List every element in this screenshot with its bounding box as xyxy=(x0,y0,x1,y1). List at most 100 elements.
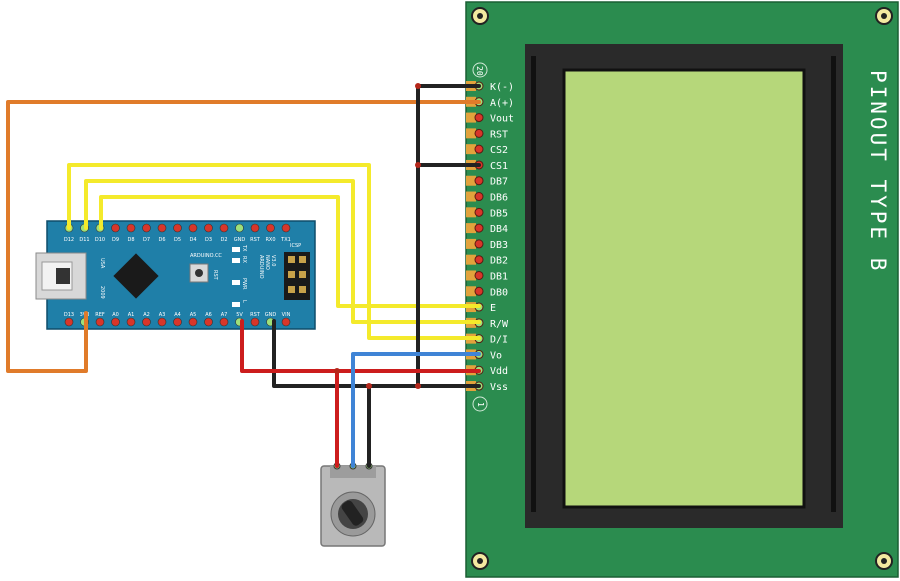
nano-pin-label: GND xyxy=(265,312,277,318)
nano-pin-hole-icon xyxy=(173,317,182,327)
pot-pin-base xyxy=(330,466,376,478)
lcd-pin-db7: DB7 xyxy=(466,175,508,188)
icsp-pin-icon xyxy=(299,271,306,278)
nano-pin-ref: REF xyxy=(95,312,105,327)
lcd-pin-hole-icon xyxy=(474,113,484,123)
nano-pin-label: D3 xyxy=(205,237,212,243)
lcd-pin-hole-icon xyxy=(474,207,484,217)
nano-pin-hole-icon xyxy=(157,223,167,233)
nano-pin-hole-icon xyxy=(219,223,229,233)
nano-pin-hole-icon xyxy=(235,223,244,233)
nano-pin-label: 5V xyxy=(236,312,243,318)
nano-pin-d7: D7 xyxy=(142,223,151,243)
nano-pin-label: A2 xyxy=(143,312,150,318)
pwr-led-icon xyxy=(232,280,240,285)
nano-pin-d6: D6 xyxy=(157,223,167,243)
nano-pin-d13: D13 xyxy=(64,312,74,327)
junction-icon xyxy=(415,383,421,389)
lcd-bezel-slot xyxy=(531,56,536,512)
wire-blue-pot-to-vo xyxy=(351,352,481,468)
lcd-pin-db2: DB2 xyxy=(466,254,508,267)
lcd-pin-label: Vo xyxy=(490,350,502,361)
lcd-pin-label: A(+) xyxy=(490,98,514,109)
lcd-pin-pad-icon xyxy=(466,238,476,249)
lcd-pin-hole-icon xyxy=(474,144,484,154)
junction-icon xyxy=(415,83,421,89)
lcd-pin-vout: Vout xyxy=(466,112,514,125)
lcd-screen xyxy=(562,68,806,509)
wires xyxy=(6,84,481,468)
nano-pin-a6: A6 xyxy=(204,312,213,327)
brand-label: ARDUINO.CC xyxy=(190,253,222,259)
nano-pin-label: D10 xyxy=(95,237,105,243)
usa-label: USA xyxy=(99,258,105,269)
l-led-icon xyxy=(232,302,240,307)
nano-pin-hole-icon xyxy=(126,223,136,233)
junction-icon xyxy=(334,368,340,374)
usb-opening-icon xyxy=(56,268,70,284)
nano-pin-label: REF xyxy=(95,312,105,318)
junction-icon xyxy=(366,383,372,389)
lcd-pin-hole-icon xyxy=(474,255,484,265)
wire-red-5v-to-vdd xyxy=(240,319,481,373)
lcd-pin-hole-icon xyxy=(474,192,484,202)
wire-junctions xyxy=(334,83,421,389)
nano-pin-d5: D5 xyxy=(173,223,182,243)
rst-label: RST xyxy=(212,270,218,281)
nano-pin-d3: D3 xyxy=(204,223,213,243)
nano-pin-hole-icon xyxy=(95,317,105,327)
wire-yellow-d11-to-rw xyxy=(84,179,481,324)
nano-pin-label: RST xyxy=(250,312,261,318)
nano-pin-rx0: RX0 xyxy=(265,223,276,243)
nano-pin-hole-icon xyxy=(142,223,151,233)
nano-pin-d4: D4 xyxy=(188,223,198,243)
lcd-pin-label: R/W xyxy=(490,319,509,330)
lcd-bezel-slot xyxy=(831,56,836,512)
nano-pin-hole-icon xyxy=(173,223,182,233)
marker-bottom-label: 1 xyxy=(476,402,485,407)
nano-pin-label: D2 xyxy=(220,237,227,243)
lcd-pin-cs2: CS2 xyxy=(466,144,508,156)
potentiometer xyxy=(320,462,386,547)
nano-pin-label: D7 xyxy=(143,237,150,243)
mount-hole-center-icon xyxy=(881,13,887,19)
lcd-pin-pad-icon xyxy=(466,191,476,202)
nano-pin-label: A6 xyxy=(205,312,212,318)
nano-pin-a2: A2 xyxy=(142,312,151,327)
lcd-pin-db3: DB3 xyxy=(466,238,508,251)
reset-button-center-icon xyxy=(195,269,203,277)
icsp-pins xyxy=(288,256,306,293)
nano-pin-hole-icon xyxy=(142,317,151,327)
lcd-pin-label: DB5 xyxy=(490,208,508,219)
led-label-rx: RX xyxy=(241,256,247,263)
nano-pin-hole-icon xyxy=(219,317,229,327)
lcd-pin-label: RST xyxy=(490,129,508,140)
nano-pin-hole-icon xyxy=(157,317,167,327)
nano-pin-label: D13 xyxy=(64,312,74,318)
lcd-pin-pad-icon xyxy=(466,286,476,297)
lcd-pin-label: DB2 xyxy=(490,256,508,267)
nano-pin-label: A7 xyxy=(221,312,228,318)
nano-pin-hole-icon xyxy=(111,317,120,327)
nano-pin-hole-icon xyxy=(188,317,198,327)
lcd-pin-hole-icon xyxy=(474,176,484,186)
led-label-tx: TX xyxy=(241,244,247,252)
nano-pin-label: RST xyxy=(250,237,261,243)
marker-top: 20 xyxy=(472,62,488,78)
lcd-pin-pad-icon xyxy=(466,175,476,186)
icsp-label: ICSP xyxy=(290,243,301,249)
nano-pin-label: VIN xyxy=(282,312,291,318)
led-label-l: L xyxy=(241,300,247,303)
nano-pin-label: D12 xyxy=(64,237,74,243)
nano-pin-hole-icon xyxy=(250,223,260,233)
nano-pin-label: D11 xyxy=(79,237,89,243)
lcd-pin-db0: DB0 xyxy=(466,286,508,298)
lcd-pin-label: DB1 xyxy=(490,271,508,282)
nano-pin-hole-icon xyxy=(204,223,213,233)
lcd-pin-pad-icon xyxy=(466,207,476,218)
lcd-pin-label: DB6 xyxy=(490,193,508,204)
nano-pin-a7: A7 xyxy=(219,312,229,327)
nano-pin-hole-icon xyxy=(188,223,198,233)
